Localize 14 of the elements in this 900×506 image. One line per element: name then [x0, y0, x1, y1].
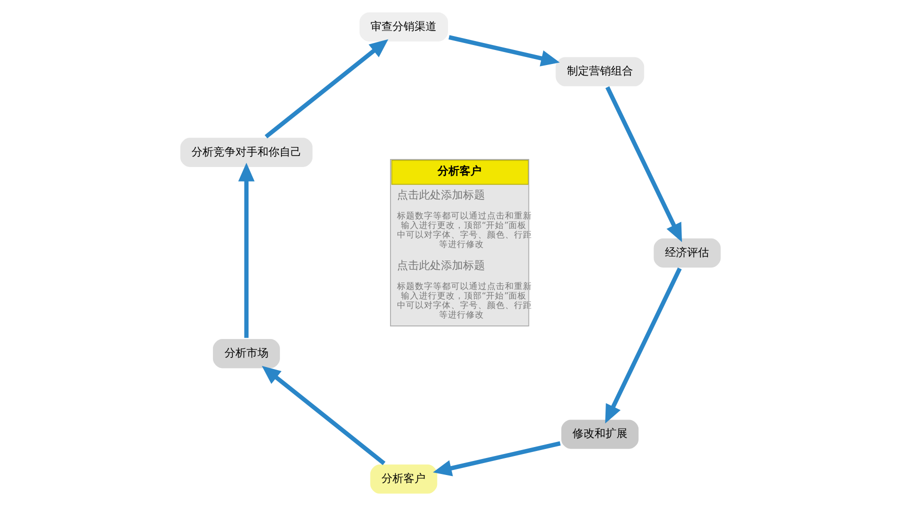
node-box: 制定营销组合	[553, 55, 646, 88]
arrow	[261, 366, 385, 466]
arrow	[238, 162, 254, 338]
arrow	[604, 86, 682, 242]
node-box: 分析竞争对手和你自己	[178, 136, 314, 169]
node-box: 修改和扩展	[559, 418, 640, 451]
arrow	[448, 35, 560, 66]
node-box: 经济评估	[652, 236, 722, 270]
node-box: 分析市场	[210, 337, 282, 370]
node-box: 分析客户	[368, 462, 438, 496]
arrow	[604, 268, 682, 424]
arrow	[432, 441, 560, 476]
node-box: 审查分销渠道	[357, 10, 450, 44]
arrow	[264, 39, 388, 138]
